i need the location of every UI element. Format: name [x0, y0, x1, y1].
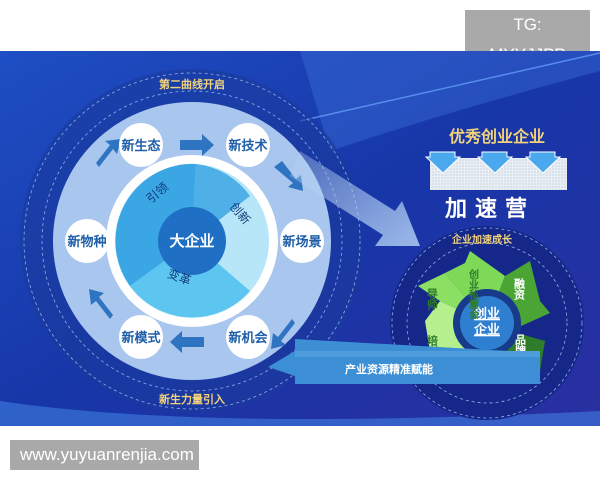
accelerator: 优秀创业企业 加速营 [424, 127, 567, 222]
svg-text:新物种: 新物种 [67, 234, 106, 250]
node-new-scenario: 新场景 [280, 219, 324, 263]
segment-mentor: 导师 [426, 288, 439, 311]
arrow-icon [271, 319, 295, 349]
svg-text:新场景: 新场景 [282, 234, 321, 250]
resource-arrow: 产业资源精准赋能 [268, 339, 540, 384]
node-new-technology: 新技术 [226, 123, 270, 167]
flow-arrow [290, 151, 420, 246]
top-label: 第二曲线开启 [159, 77, 225, 91]
segment-board: 创业私董会 [467, 268, 480, 320]
diagram: 大企业 引领 创新 变革 第二曲线开启 新生力量引入 新生态 新技术 新场景 新… [0, 51, 600, 426]
right-cycle: 企业加速成长 创业 企业 创业私董会 融资 品牌 培训 导师 [390, 226, 584, 420]
node-new-species: 新物种 [65, 219, 109, 263]
arrow-icon [96, 139, 121, 167]
arrow-icon [274, 161, 303, 191]
right-top-label: 企业加速成长 [451, 233, 513, 246]
node-new-ecology: 新生态 [119, 123, 163, 167]
down-arrow-icon [424, 151, 462, 174]
bottom-label: 新生力量引入 [159, 392, 225, 406]
center-line-2: 企业 [473, 322, 500, 338]
resource-arrow-label: 产业资源精准赋能 [345, 362, 433, 376]
segment-brand: 品牌 [514, 334, 527, 357]
node-new-opportunity: 新机会 [226, 315, 270, 359]
arrow-icon [170, 331, 204, 353]
svg-text:新生态: 新生态 [121, 138, 160, 154]
center-label: 大企业 [169, 232, 214, 250]
watermark-bottom: www.yuyuanrenjia.com [10, 440, 199, 470]
down-arrow-icon [524, 151, 562, 174]
accelerator-name: 加速营 [444, 196, 535, 222]
arrow-icon [180, 134, 214, 156]
segment-financing: 融资 [513, 277, 526, 301]
svg-text:新技术: 新技术 [228, 138, 267, 154]
down-arrow-icon [476, 151, 514, 174]
svg-text:新模式: 新模式 [121, 330, 160, 346]
node-new-model: 新模式 [119, 315, 163, 359]
svg-text:新机会: 新机会 [228, 330, 268, 346]
arrow-icon [89, 289, 113, 319]
left-cycle: 大企业 引领 创新 变革 第二曲线开启 新生力量引入 新生态 新技术 新场景 新… [20, 69, 364, 413]
accelerator-title: 优秀创业企业 [449, 127, 545, 146]
center-line-1: 创业 [473, 306, 500, 322]
